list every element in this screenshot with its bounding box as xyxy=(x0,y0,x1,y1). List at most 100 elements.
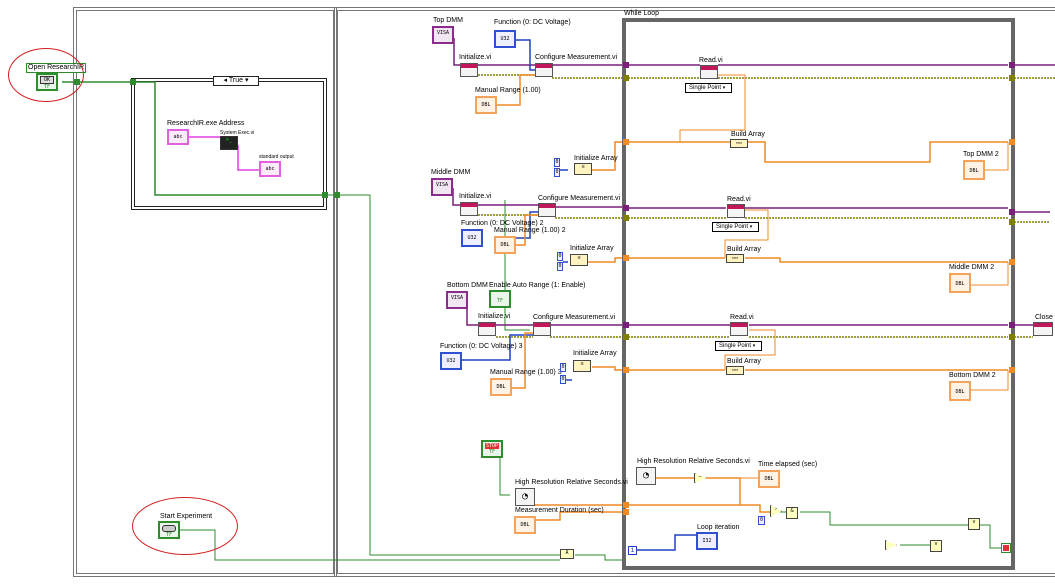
bottom-dmm-2-indicator[interactable]: DBL xyxy=(949,381,971,401)
sequence-frame-2 xyxy=(334,7,1055,577)
build-array-3-node[interactable]: ▭▭ xyxy=(726,366,744,375)
initialize-vi-1-label: Initialize.vi xyxy=(459,54,492,61)
wire-top-dmm2 xyxy=(985,142,1009,171)
read-vi-2-label: Read.vi xyxy=(727,196,751,203)
wire-arr-bot xyxy=(592,366,1008,371)
single-point-1-ring[interactable]: Single Point ▾ xyxy=(685,83,732,93)
case-left-arrow-icon[interactable]: ◂ xyxy=(223,77,228,84)
top-dmm-2-indicator[interactable]: DBL xyxy=(963,160,985,180)
zero-const-2b[interactable]: 0 xyxy=(557,262,563,271)
dropdown-icon: ▾ xyxy=(722,85,726,91)
middle-dmm-control[interactable]: VISA xyxy=(431,178,453,196)
wire-range-top xyxy=(497,74,535,106)
close-vi-node[interactable] xyxy=(1033,322,1053,336)
configure-2-node[interactable] xyxy=(538,203,556,217)
manual-range-2-control[interactable]: DBL xyxy=(494,236,516,254)
single-point-3-ring[interactable]: Single Point ▾ xyxy=(715,341,762,351)
or-node-2[interactable]: v xyxy=(930,540,942,552)
wire-hr-2 xyxy=(655,477,741,505)
dropdown-icon: ▾ xyxy=(749,224,753,230)
system-exec-icon[interactable]: >_ xyxy=(220,136,238,150)
build-array-3-label: Build Array xyxy=(727,358,761,365)
zero-const-1b[interactable]: 0 xyxy=(554,168,560,177)
zero-const-2[interactable]: 0 xyxy=(557,252,563,261)
init-array-3-node[interactable]: ≡ xyxy=(573,360,591,372)
wire-stop xyxy=(499,455,510,496)
loop-iteration-label: Loop iteration xyxy=(697,524,740,531)
hr-seconds-2-label: High Resolution Relative Seconds.vi xyxy=(637,458,750,465)
wire-or xyxy=(980,524,1003,549)
hr-seconds-2-icon[interactable]: ◔ xyxy=(636,467,656,485)
top-dmm-control[interactable]: VISA xyxy=(432,26,454,44)
researchir-address-control[interactable]: abc xyxy=(167,129,189,145)
wire-range-mid xyxy=(515,214,538,246)
init-array-3-label: Initialize Array xyxy=(573,350,617,357)
enable-auto-range-control[interactable]: TF xyxy=(489,290,511,308)
and-node[interactable]: & xyxy=(786,507,798,519)
manual-range-3-label: Manual Range (1.00) 3 xyxy=(490,369,562,376)
wire-bool-down xyxy=(327,194,560,556)
read-vi-1-node[interactable] xyxy=(700,65,718,79)
wire-err-mid xyxy=(478,214,1050,223)
zero-const-3b[interactable]: 0 xyxy=(560,375,566,384)
case-dropdown-icon[interactable]: ▾ xyxy=(244,77,249,84)
init-array-1-node[interactable]: ≡ xyxy=(574,163,592,175)
function-top-control[interactable]: U32 xyxy=(494,30,516,48)
stop-button[interactable]: STOP TF xyxy=(481,440,503,458)
configure-3-node[interactable] xyxy=(533,322,551,336)
wire-func-mid xyxy=(515,211,538,239)
measurement-duration-control[interactable]: DBL xyxy=(514,516,536,534)
middle-dmm-label: Middle DMM xyxy=(431,169,471,176)
standard-output-indicator[interactable]: abc xyxy=(259,161,281,177)
wire-compare xyxy=(780,511,970,526)
initialize-vi-2-node[interactable] xyxy=(460,202,478,216)
initialize-vi-2-label: Initialize.vi xyxy=(459,193,492,200)
wire-range-bot xyxy=(512,332,533,389)
wire-hr-1 xyxy=(535,504,770,513)
configure-1-label: Configure Measurement.vi xyxy=(535,54,618,61)
stop-condition-terminal[interactable] xyxy=(1001,543,1011,553)
bottom-dmm-control[interactable]: VISA xyxy=(446,291,468,309)
function-mid-control[interactable]: U32 xyxy=(461,229,483,247)
time-elapsed-indicator[interactable]: DBL xyxy=(758,470,780,488)
and-node-2[interactable]: A xyxy=(560,549,574,559)
while-loop-label: While Loop xyxy=(624,10,660,17)
hr-seconds-1-icon[interactable]: ◔ xyxy=(515,488,535,506)
stop-sign-icon xyxy=(1003,545,1009,551)
bottom-dmm-label: Bottom DMM xyxy=(447,282,488,289)
zero-const-1[interactable]: 0 xyxy=(554,158,560,167)
wire-read-bot xyxy=(724,329,776,370)
wire-duration xyxy=(535,511,622,521)
manual-range-3-control[interactable]: DBL xyxy=(490,378,512,396)
or-node[interactable]: v xyxy=(968,518,980,530)
build-array-1-node[interactable]: ▭▭ xyxy=(730,139,748,148)
function-bot-control[interactable]: U32 xyxy=(440,352,462,370)
loop-iteration-indicator[interactable]: I32 xyxy=(696,532,718,550)
manual-range-1-label: Manual Range (1.00) xyxy=(475,87,541,94)
read-vi-2-node[interactable] xyxy=(727,204,745,218)
wire-mid-dmm2 xyxy=(970,262,1009,286)
enable-auto-range-label: Enable Auto Range (1: Enable) xyxy=(489,282,586,289)
middle-dmm-2-indicator[interactable]: DBL xyxy=(949,273,971,293)
single-point-2-ring[interactable]: Single Point ▾ xyxy=(712,222,759,232)
zero-const-3[interactable]: 0 xyxy=(560,363,566,372)
initialize-vi-3-node[interactable] xyxy=(478,322,496,336)
build-array-2-node[interactable]: ▭▭ xyxy=(726,254,744,263)
bottom-dmm-2-label: Bottom DMM 2 xyxy=(949,372,996,379)
init-array-2-node[interactable]: ≡ xyxy=(570,254,588,266)
build-array-1-label: Build Array xyxy=(731,131,765,138)
wire-func-top xyxy=(515,39,535,71)
wire-bot-dmm2 xyxy=(970,370,1009,391)
manual-range-1-control[interactable]: DBL xyxy=(475,96,497,114)
annotation-circle-open xyxy=(8,48,84,102)
read-vi-3-node[interactable] xyxy=(730,322,748,336)
wire-stdout xyxy=(237,145,262,171)
configure-1-node[interactable] xyxy=(535,63,553,77)
middle-dmm-2-label: Middle DMM 2 xyxy=(949,264,995,271)
zero-const-compare[interactable]: 0 xyxy=(758,516,765,525)
manual-range-2-label: Manual Range (1.00) 2 xyxy=(494,227,566,234)
case-selector[interactable]: ◂ True ▾ xyxy=(213,76,259,86)
initialize-vi-1-node[interactable] xyxy=(460,63,478,77)
wire-visa-bot-a xyxy=(466,300,478,326)
wire-visa-mid-a xyxy=(452,188,460,206)
